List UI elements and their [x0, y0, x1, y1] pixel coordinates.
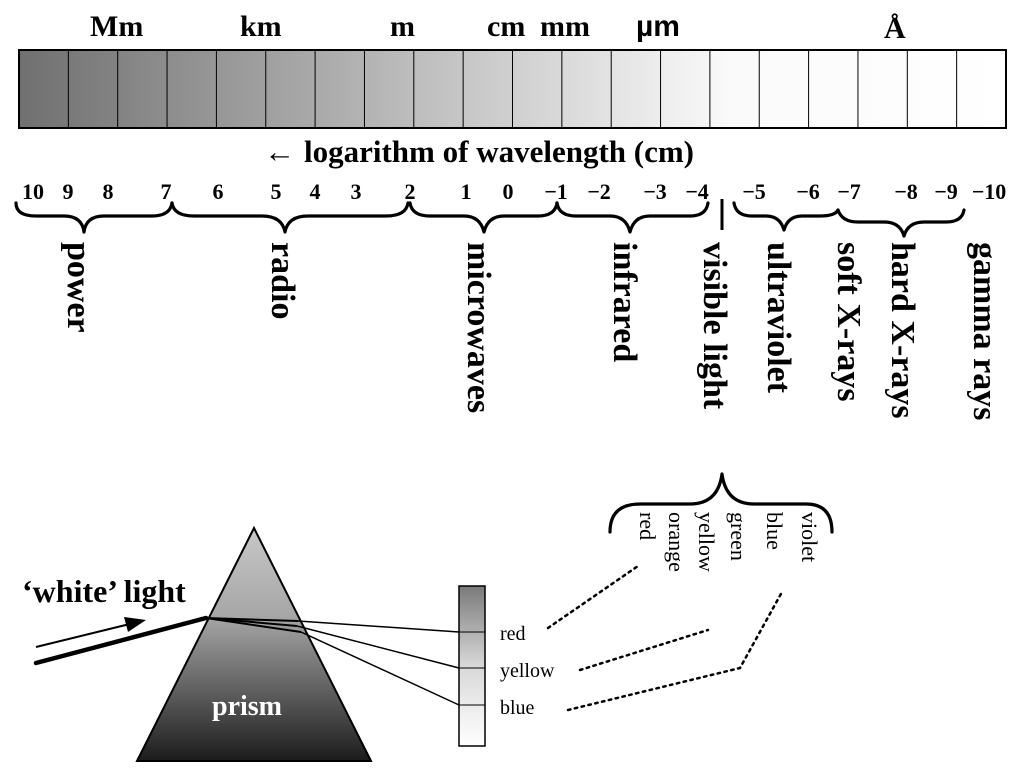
prism — [135, 525, 373, 762]
tick-minus-4: −4 — [685, 179, 709, 204]
brace-infrared — [555, 201, 710, 234]
visible-color-labels: red orange yellow green blue violet — [635, 512, 822, 572]
tick-minus-5: −5 — [742, 179, 766, 204]
ray-inside-blue — [205, 617, 302, 633]
ray-out-yellow — [296, 625, 460, 669]
brace-ultraviolet — [732, 201, 840, 232]
tick-minus-9: −9 — [934, 179, 958, 204]
unit-centimeter: cm — [487, 10, 525, 43]
unit-micrometer: µm — [636, 10, 680, 43]
incoming-ray-upper — [35, 621, 139, 648]
projection-screen — [458, 585, 486, 747]
color-blue: blue — [762, 512, 787, 550]
brace-power — [14, 201, 174, 234]
band-hard-xrays: hard X-rays — [884, 242, 921, 419]
tick-minus-10: −10 — [972, 179, 1007, 204]
color-orange: orange — [664, 512, 689, 572]
incoming-ray-main — [33, 615, 209, 666]
incoming-light-rays — [33, 615, 209, 666]
spectrum-cell-dividers — [67, 50, 958, 128]
brace-radio — [170, 201, 410, 234]
connector-yellow — [578, 628, 710, 672]
screen-label-yellow: yellow — [500, 660, 555, 682]
tick-10: 10 — [22, 179, 44, 204]
dotted-connectors — [546, 564, 784, 712]
tick-minus-6: −6 — [796, 179, 820, 204]
brace-visible-colors — [608, 472, 834, 534]
unit-kilometer: km — [240, 10, 282, 43]
tick-4: 4 — [310, 179, 321, 204]
band-braces — [14, 199, 966, 238]
connector-blue — [566, 590, 784, 712]
tick-7: 7 — [161, 179, 172, 204]
tick-2: 2 — [405, 179, 416, 204]
screen-label-red: red — [500, 623, 526, 645]
arrow-head-icon — [124, 617, 146, 632]
unit-millimeter: mm — [540, 10, 590, 43]
band-power: power — [60, 242, 97, 333]
tick-9: 9 — [63, 179, 74, 204]
prism-label: prism — [212, 691, 282, 722]
band-radio: radio — [264, 242, 301, 319]
band-infrared: infrared — [606, 242, 643, 362]
tick-labels: 10 9 8 7 6 5 4 3 2 1 0 −1 −2 −3 −4 −5 −6… — [22, 179, 1006, 204]
ray-out-red — [297, 620, 460, 633]
band-gamma-rays: gamma rays — [966, 242, 1003, 420]
tick-minus-3: −3 — [643, 179, 667, 204]
brace-microwaves — [408, 201, 559, 234]
color-yellow: yellow — [694, 512, 719, 572]
screen-strip — [458, 585, 486, 747]
tick-minus-1: −1 — [544, 179, 568, 204]
tick-0: 0 — [503, 179, 514, 204]
color-violet: violet — [797, 512, 822, 562]
band-ultraviolet: ultraviolet — [760, 242, 797, 394]
axis-arrow: ← — [264, 134, 295, 169]
tick-minus-7: −7 — [837, 179, 861, 204]
ray-out-blue — [300, 631, 460, 706]
tick-minus-2: −2 — [587, 179, 611, 204]
tick-1: 1 — [461, 179, 472, 204]
connector-red — [546, 564, 640, 630]
band-microwaves: microwaves — [460, 242, 497, 413]
band-visible-light: visible light — [696, 242, 733, 410]
axis-label: logarithm of wavelength (cm) — [304, 134, 694, 169]
color-red: red — [635, 512, 660, 540]
tick-8: 8 — [103, 179, 114, 204]
tick-minus-8: −8 — [894, 179, 918, 204]
unit-megameter: Mm — [90, 10, 143, 43]
unit-angstrom: Å — [884, 12, 906, 45]
band-labels: power radio microwaves infrared visible … — [60, 242, 1003, 420]
white-light-label: ‘white’ light — [22, 573, 186, 609]
tick-5: 5 — [271, 179, 282, 204]
band-soft-xrays: soft X-rays — [830, 242, 867, 402]
color-green: green — [726, 512, 751, 561]
unit-meter: m — [390, 10, 415, 43]
tick-3: 3 — [351, 179, 362, 204]
screen-label-blue: blue — [500, 697, 535, 719]
refracted-rays — [205, 617, 460, 706]
brace-xrays — [836, 208, 966, 238]
tick-6: 6 — [213, 179, 224, 204]
